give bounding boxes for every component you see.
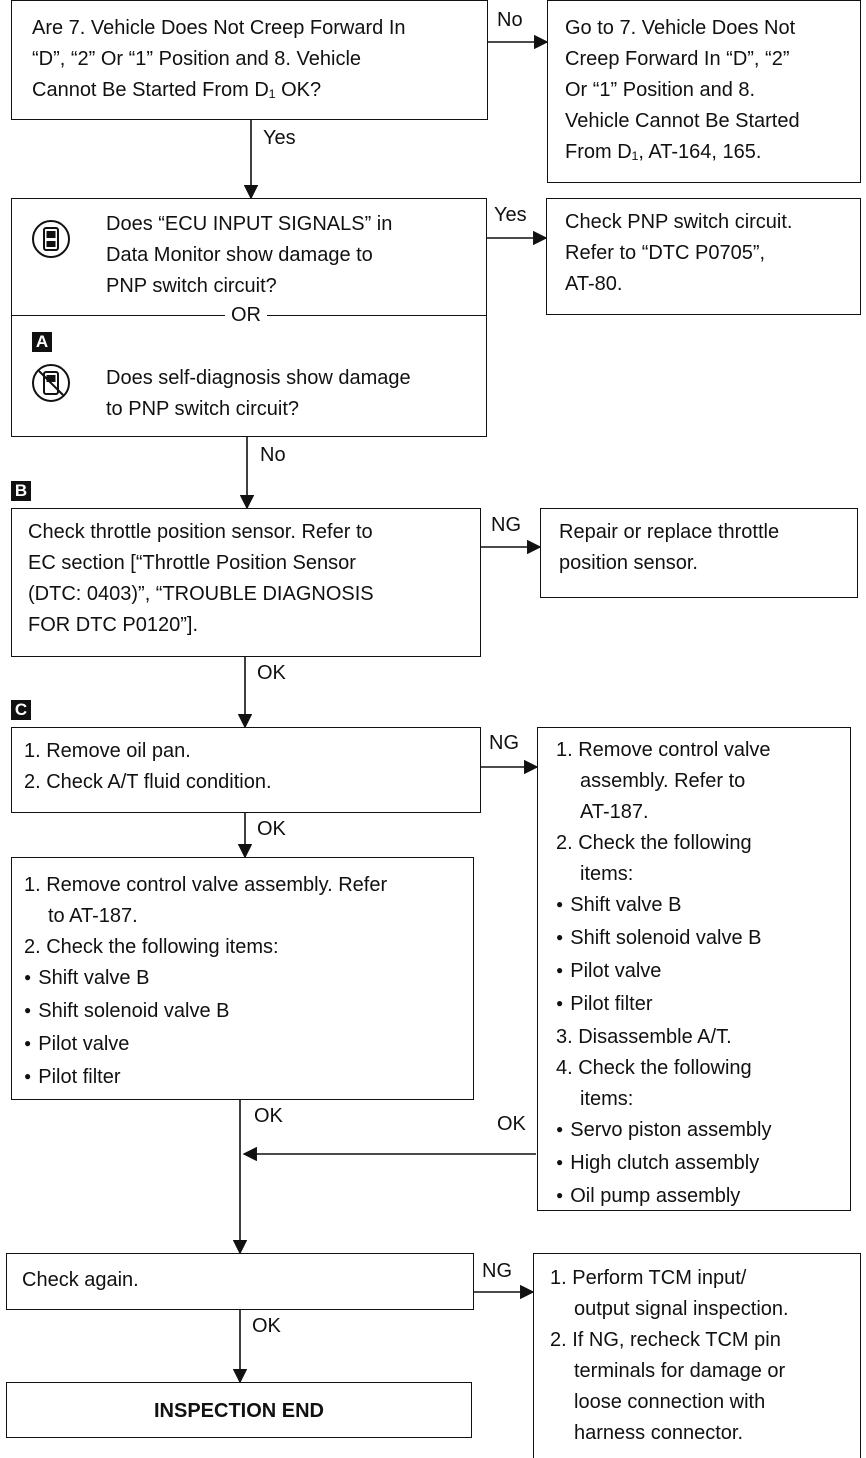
tcm-line: 2. If NG, recheck TCM pin — [550, 1329, 781, 1351]
tcm-line: harness connector. — [574, 1422, 743, 1444]
b-ok-label: OK — [257, 662, 286, 684]
no-tester-icon — [31, 363, 71, 403]
check-again-text: Check again. — [22, 1269, 139, 1291]
oil-pan-line: 2. Check A/T fluid condition. — [24, 771, 272, 793]
cv-left-ok-label: OK — [254, 1105, 283, 1127]
throttle-line: EC section [“Throttle Position Sensor — [28, 552, 356, 574]
q1-line: Cannot Be Started From D₁ OK? — [32, 79, 322, 101]
pnp-line: AT-80. — [565, 273, 623, 295]
throttle-line: (DTC: 0403)”, “TROUBLE DIAGNOSIS — [28, 583, 374, 605]
b-ng-label: NG — [491, 514, 521, 536]
cv-left-line: 2. Check the following items: — [24, 936, 279, 958]
cv-right-line: 4. Check the following — [556, 1057, 752, 1079]
goto-line: Go to 7. Vehicle Does Not — [565, 17, 796, 39]
cv-right-bullet-item: Oil pump assembly — [556, 1181, 771, 1214]
inspection-end-title: INSPECTION END — [153, 1400, 325, 1422]
cv-left-bullet-item: Shift valve B — [24, 963, 387, 996]
tcm-line: 1. Perform TCM input/ — [550, 1267, 747, 1289]
cv-left-bullet-item: Shift solenoid valve B — [24, 996, 387, 1029]
step-marker-c: C — [11, 700, 31, 720]
tcm-inspection-box: 1. Perform TCM input/output signal inspe… — [533, 1253, 861, 1458]
q2-monitor-line: Data Monitor show damage to — [106, 244, 373, 266]
goto-box: Go to 7. Vehicle Does Not Creep Forward … — [547, 0, 861, 183]
c-ng-label: NG — [489, 732, 519, 754]
cv-right-line: AT-187. — [580, 801, 649, 823]
cv-right-bullet-item: Shift solenoid valve B — [556, 923, 771, 956]
q2-yes-label: Yes — [494, 204, 527, 226]
cv-right-line: 3. Disassemble A/T. — [556, 1026, 732, 1048]
cv-right-line: items: — [580, 863, 634, 885]
step-marker-a: A — [32, 332, 52, 352]
q1-yes-label: Yes — [263, 127, 296, 149]
goto-line: From D₁, AT-164, 165. — [565, 141, 762, 163]
goto-line: Vehicle Cannot Be Started — [565, 110, 800, 132]
q2-monitor-line: Does “ECU INPUT SIGNALS” in — [106, 213, 393, 235]
cv-left-bullet-item: Pilot filter — [24, 1062, 387, 1095]
check-again-box: Check again. — [6, 1253, 474, 1310]
inspection-end-box: INSPECTION END — [6, 1382, 472, 1438]
q2-monitor-line: PNP switch circuit? — [106, 275, 277, 297]
cv-left-line: 1. Remove control valve assembly. Refer — [24, 874, 388, 896]
cv-right-bullet-item: High clutch assembly — [556, 1148, 771, 1181]
cv-left-bullet-item: Pilot valve — [24, 1029, 387, 1062]
throttle-line: FOR DTC P0120”]. — [28, 614, 199, 636]
question-box-2: Does “ECU INPUT SIGNALS” in Data Monitor… — [11, 198, 487, 437]
tcm-line: terminals for damage or — [574, 1360, 786, 1382]
repair-line: Repair or replace throttle — [559, 521, 780, 543]
q2-selfdiag-line: to PNP switch circuit? — [106, 398, 300, 420]
throttle-line: Check throttle position sensor. Refer to — [28, 521, 373, 543]
cv-right-ok-label: OK — [497, 1113, 526, 1135]
consult-tester-icon — [31, 219, 71, 259]
q2-no-label: No — [260, 444, 286, 466]
cv-right-bullet-item: Pilot filter — [556, 989, 771, 1022]
control-valve-box-left: 1. Remove control valve assembly. Refer t… — [11, 857, 474, 1100]
goto-line: Or “1” Position and 8. — [565, 79, 756, 101]
control-valve-box-right: 1. Remove control valve assembly. Refer t… — [537, 727, 851, 1211]
goto-line: Creep Forward In “D”, “2” — [565, 48, 790, 70]
cv-right-bullet-item: Servo piston assembly — [556, 1115, 771, 1148]
question-box-1: Are 7. Vehicle Does Not Creep Forward In… — [11, 0, 488, 120]
oil-pan-line: 1. Remove oil pan. — [24, 740, 191, 762]
check-ok-label: OK — [252, 1315, 281, 1337]
q1-no-label: No — [497, 9, 523, 31]
repair-box: Repair or replace throttle position sens… — [540, 508, 858, 598]
q1-line: Are 7. Vehicle Does Not Creep Forward In — [32, 17, 406, 39]
cv-right-line: 1. Remove control valve — [556, 739, 771, 761]
cv-right-line: items: — [580, 1088, 634, 1110]
check-ng-label: NG — [482, 1260, 512, 1282]
cv-right-bullet-item: Pilot valve — [556, 956, 771, 989]
pnp-box: Check PNP switch circuit. Refer to “DTC … — [546, 198, 861, 315]
repair-line: position sensor. — [559, 552, 698, 574]
q2-selfdiag-line: Does self-diagnosis show damage — [106, 367, 411, 389]
cv-left-line: to AT-187. — [48, 905, 138, 927]
cv-right-bullet-item: Shift valve B — [556, 890, 771, 923]
pnp-line: Check PNP switch circuit. — [565, 211, 793, 233]
throttle-check-box: Check throttle position sensor. Refer to… — [11, 508, 481, 657]
c-ok-label: OK — [257, 818, 286, 840]
cv-right-line: assembly. Refer to — [580, 770, 746, 792]
pnp-line: Refer to “DTC P0705”, — [565, 242, 766, 264]
or-label: OR — [225, 304, 267, 326]
tcm-line: output signal inspection. — [574, 1298, 789, 1320]
cv-right-line: 2. Check the following — [556, 832, 752, 854]
step-marker-b: B — [11, 481, 31, 501]
tcm-line: loose connection with — [574, 1391, 766, 1413]
oil-pan-box: 1. Remove oil pan. 2. Check A/T fluid co… — [11, 727, 481, 813]
q1-line: “D”, “2” Or “1” Position and 8. Vehicle — [32, 48, 362, 70]
